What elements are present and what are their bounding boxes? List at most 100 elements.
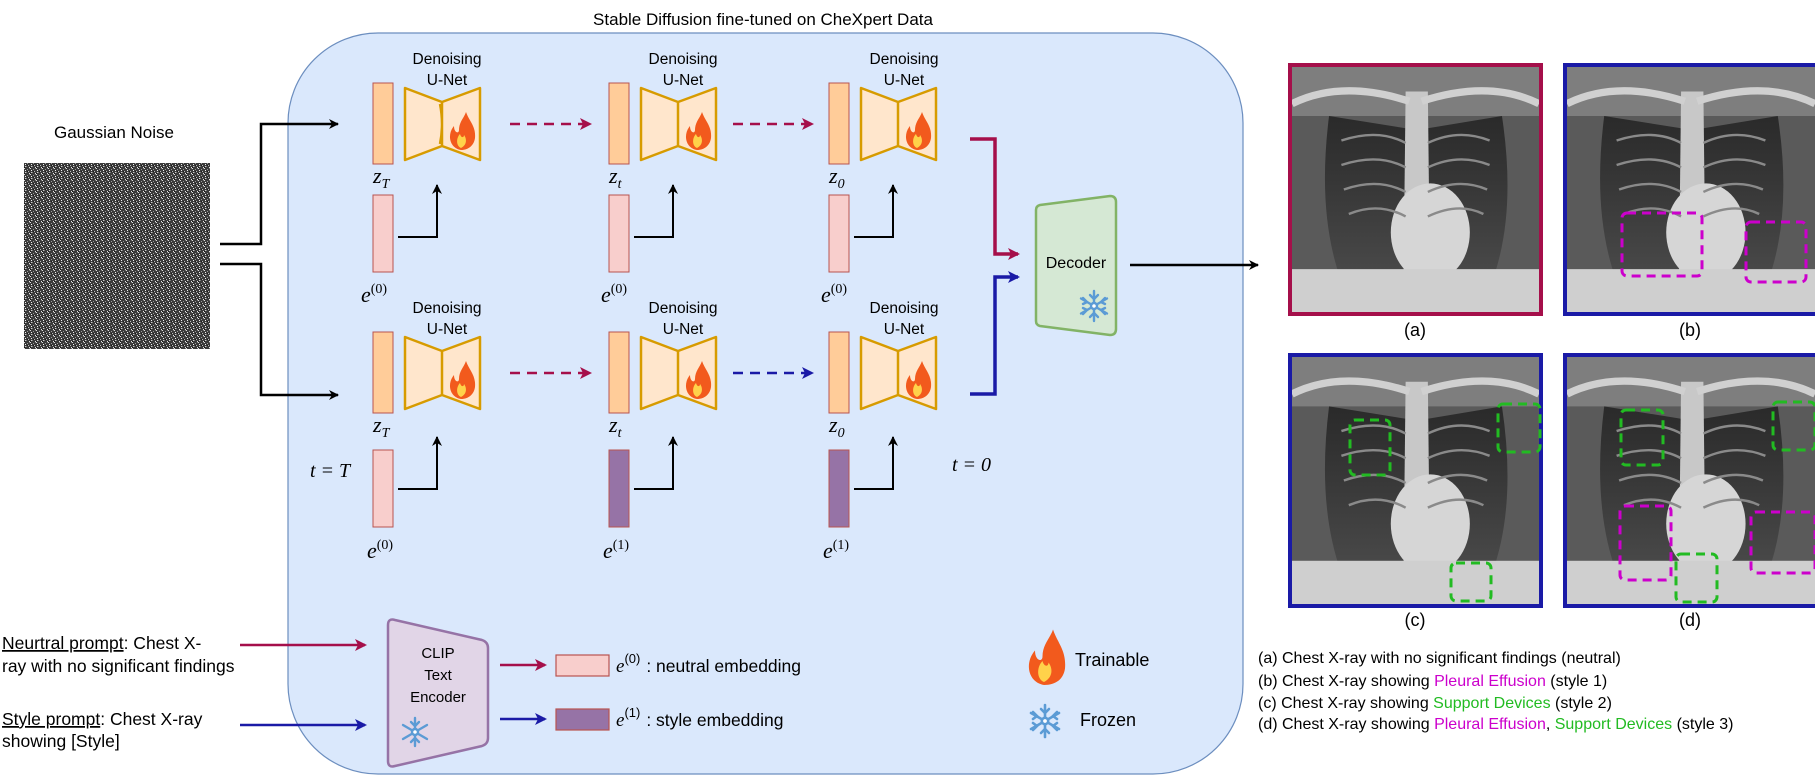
fire-icon	[449, 361, 476, 399]
finding-box-effusion	[1744, 220, 1808, 284]
latent-zt-row1	[608, 82, 630, 165]
caption-c: (c) Chest X-ray showing Support Devices …	[1258, 695, 1612, 712]
latent-label-z0: z0	[828, 163, 845, 192]
snowflake-icon	[1079, 289, 1109, 323]
gaussian-noise-image	[24, 163, 210, 349]
legend-neutral-embedding	[555, 654, 610, 677]
xray-panel-d	[1563, 353, 1815, 608]
emb-label: e(0)	[367, 538, 393, 563]
caption-list: (a) Chest X-ray with no significant find…	[1258, 650, 1733, 733]
decoder-label: Decoder	[1046, 255, 1107, 272]
embedding-e0	[372, 449, 394, 528]
svg-text:showing [Style]: showing [Style]	[2, 731, 120, 751]
arrow-cond	[398, 184, 442, 238]
arrow-noise-to-row1	[220, 119, 339, 246]
xray-panel-c	[1288, 353, 1543, 608]
finding-box-device	[1496, 402, 1542, 454]
svg-text:ray with no significant findin: ray with no significant findings	[2, 656, 235, 676]
unet-label: Denoising	[649, 300, 718, 317]
panel-label-b: (b)	[1679, 320, 1701, 340]
diagram-title: Stable Diffusion fine-tuned on CheXpert …	[593, 10, 933, 29]
caption-b: (b) Chest X-ray showing Pleural Effusion…	[1258, 673, 1607, 690]
svg-text:Style prompt: Chest X-ray: Style prompt: Chest X-ray	[2, 709, 203, 729]
time-label-T: t = T	[310, 460, 352, 482]
latent-label-zT: zT	[372, 412, 391, 441]
emb-label: e(0)	[601, 282, 627, 307]
arrow-cond	[634, 436, 678, 490]
xray-panel-b	[1563, 63, 1815, 316]
latent-label-zt: zt	[608, 163, 623, 192]
latent-z0-row1	[828, 82, 850, 165]
embedding-e1	[828, 449, 850, 528]
arrow-row2-to-decoder	[970, 271, 1020, 396]
latent-label-z0: z0	[828, 412, 845, 441]
stable-diffusion-panel	[287, 32, 1244, 775]
finding-box-device	[1619, 408, 1665, 467]
snowflake-icon	[1029, 703, 1061, 739]
panel-label-d: (d)	[1679, 610, 1701, 630]
legend-style-text: e(1): style embedding	[616, 705, 784, 731]
arrow-cond	[398, 436, 442, 490]
fire-icon	[685, 361, 712, 399]
unet-label: Denoising	[870, 300, 939, 317]
panel-label-a: (a)	[1404, 320, 1426, 340]
caption-d: (d) Chest X-ray showing Pleural Effusion…	[1258, 716, 1733, 733]
finding-box-effusion	[1618, 504, 1673, 582]
snowflake-icon	[401, 716, 429, 748]
arrow-cond	[854, 436, 898, 490]
neutral-prompt: Neurtral prompt: Chest X- ray with no si…	[2, 633, 235, 676]
embedding-e1	[608, 449, 630, 528]
caption-a: (a) Chest X-ray with no significant find…	[1258, 650, 1621, 667]
style-prompt: Style prompt: Chest X-ray showing [Style…	[2, 709, 203, 751]
emb-label: e(0)	[821, 282, 847, 307]
finding-box-device	[1674, 552, 1719, 604]
emb-label: e(1)	[823, 538, 849, 563]
arrow-cond	[634, 184, 678, 238]
arrow-row1-to-decoder	[970, 137, 1020, 260]
decoder-block	[1034, 194, 1118, 337]
legend-style-embedding	[555, 708, 610, 731]
fire-icon	[905, 361, 932, 399]
legend-trainable: Trainable	[1075, 650, 1149, 670]
unet-label: U-Net	[884, 321, 925, 338]
unet-label: Denoising	[649, 51, 718, 68]
latent-label-zT: zT	[372, 163, 391, 192]
svg-text:Neurtral prompt: Chest X-: Neurtral prompt: Chest X-	[2, 633, 202, 653]
unet-label: Denoising	[413, 51, 482, 68]
time-label-0: t = 0	[952, 454, 991, 476]
xray-panel-a	[1288, 63, 1543, 316]
unet-label: Denoising	[413, 300, 482, 317]
panel-label-c: (c)	[1405, 610, 1426, 630]
finding-box-device	[1348, 418, 1392, 477]
latent-zt-row2	[608, 331, 630, 414]
legend-neutral-text: e(0): neutral embedding	[616, 651, 801, 677]
arrow-cond	[854, 184, 898, 238]
unet-label: U-Net	[884, 72, 925, 89]
unet-label: U-Net	[663, 72, 704, 89]
emb-label: e(1)	[603, 538, 629, 563]
legend-frozen: Frozen	[1080, 710, 1136, 730]
clip-label: Encoder	[410, 689, 466, 706]
finding-box-effusion	[1620, 211, 1704, 278]
embedding-e0	[608, 194, 630, 273]
embedding-e0	[372, 194, 394, 273]
latent-z0-row2	[828, 331, 850, 414]
unet-label: U-Net	[427, 321, 468, 338]
latent-label-zt: zt	[608, 412, 623, 441]
latent-zT-row2	[372, 331, 394, 414]
emb-label: e(0)	[361, 282, 387, 307]
unet-label: Denoising	[870, 51, 939, 68]
arrow-noise-to-row2	[220, 262, 339, 400]
clip-label: CLIP	[421, 645, 454, 662]
fire-icon	[685, 112, 712, 150]
noise-label: Gaussian Noise	[54, 123, 174, 142]
fire-icon	[1028, 629, 1066, 685]
fire-icon	[449, 112, 476, 150]
fire-icon	[905, 112, 932, 150]
unet-label: U-Net	[663, 321, 704, 338]
finding-box-device	[1771, 400, 1815, 452]
finding-box-device	[1449, 561, 1493, 603]
embedding-e0	[828, 194, 850, 273]
clip-label: Text	[424, 667, 452, 684]
